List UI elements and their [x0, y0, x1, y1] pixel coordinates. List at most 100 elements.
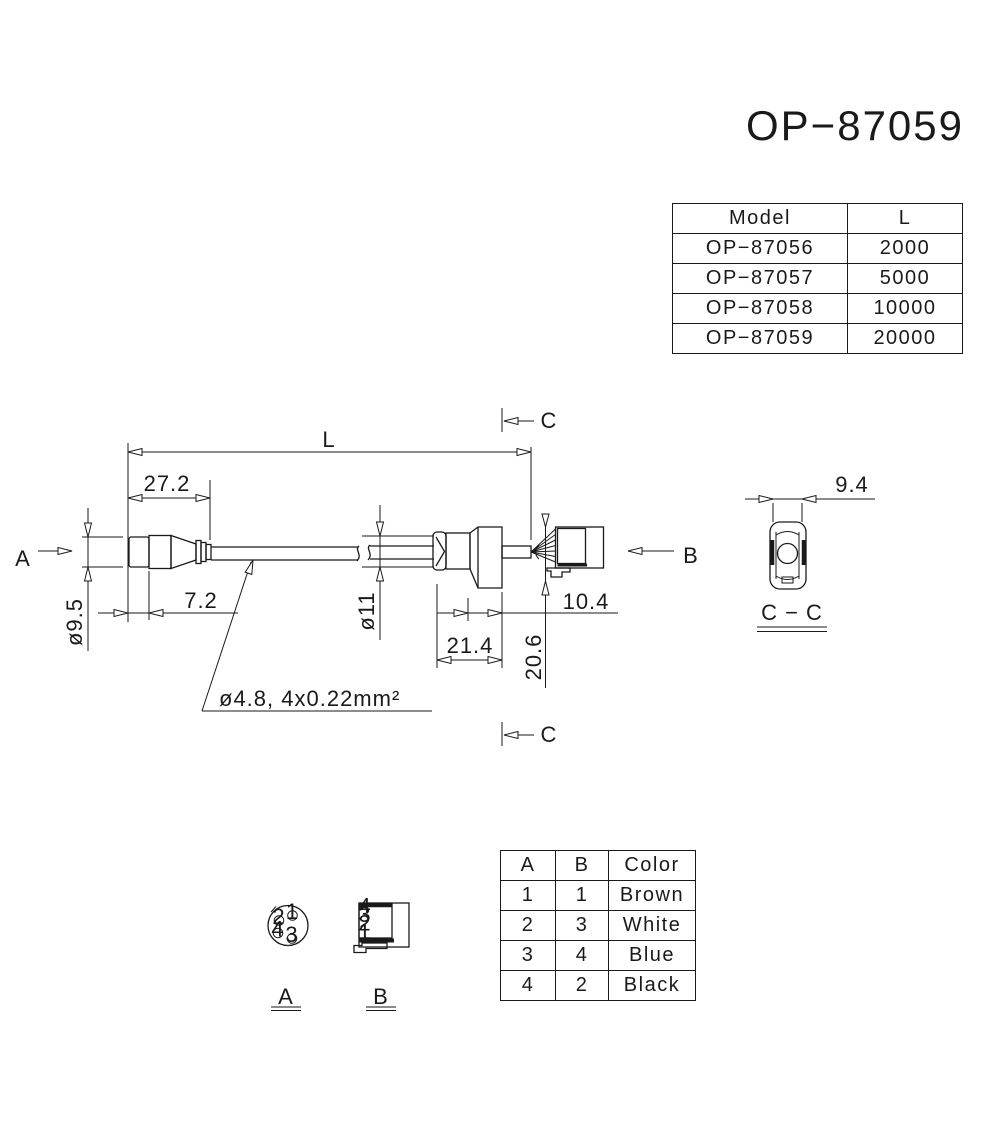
dim-text-overall-length: L	[322, 427, 335, 452]
length-cell: 20000	[847, 323, 963, 354]
connector-a-body	[148, 534, 172, 570]
boot-rib	[205, 543, 212, 561]
dim-text-connector-a-nut-length: 7.2	[184, 588, 218, 613]
dim-text-connector-b-height: 20.6	[521, 634, 546, 681]
wire-color-cell: White	[608, 910, 696, 941]
view-letter-a: A	[15, 546, 31, 571]
pin-circle	[287, 910, 298, 921]
section-core-circle	[776, 542, 799, 565]
color-column-header: Color	[608, 850, 696, 881]
cable-spec-text: ø4.8, 4x0.22mm²	[219, 686, 400, 711]
boot-rib	[200, 541, 207, 563]
model-cell: OP−87057	[672, 263, 848, 294]
dimension-connector-a-diameter: ø9.5	[62, 508, 123, 651]
fanout-arc	[535, 544, 540, 560]
latch-profile	[353, 942, 388, 954]
detail-a-label: A	[278, 984, 294, 1009]
collar-chevron	[435, 536, 446, 567]
pin-number: 1	[358, 919, 371, 944]
connector-b-housing	[554, 526, 605, 569]
dimension-boot-diameter: ø11	[354, 505, 434, 640]
pin-circle	[272, 927, 284, 939]
model-cell: OP−87058	[672, 293, 848, 324]
model-cell: OP−87059	[672, 323, 848, 354]
pin-b-cell: 2	[555, 970, 609, 1001]
connector-b-lead	[501, 545, 532, 559]
pin-number: 2	[272, 904, 285, 929]
connector-b-nut	[469, 526, 503, 589]
boot-rib	[195, 539, 202, 565]
connector-a-face	[267, 904, 309, 947]
connector-b-pin-row	[358, 903, 393, 939]
section-letter-bottom: C	[541, 722, 558, 747]
table-row: 1 1 Brown	[500, 880, 696, 911]
pin-number: 4	[271, 917, 284, 942]
keyway-notch	[270, 906, 277, 913]
pin-number: 1	[286, 899, 299, 924]
cable-break-mark	[356, 545, 360, 562]
cable-break-mark	[367, 544, 371, 561]
dimension-overall-length: L	[127, 427, 532, 622]
dim-text-connector-a-length: 27.2	[144, 471, 191, 496]
connector-b-pin-block	[556, 527, 587, 565]
wire-color-cell: Black	[608, 970, 696, 1001]
pin-b-cell: 4	[555, 940, 609, 971]
wire-fanout	[530, 528, 556, 563]
dimension-connector-b-height: 20.6	[521, 513, 550, 688]
dim-text-connector-a-diameter: ø9.5	[62, 598, 87, 646]
detail-view-a: 1 2 4 3 A	[267, 899, 309, 1011]
dim-text-connector-b-lead-length: 10.4	[563, 589, 610, 614]
connector-a-boot-taper	[170, 534, 197, 570]
section-mark-bottom: C	[501, 722, 558, 747]
pin-number: 2	[358, 911, 371, 936]
view-arrow-b: B	[627, 543, 699, 568]
wire-color-cell: Brown	[608, 880, 696, 911]
dimension-connector-a-length: 27.2	[127, 471, 211, 540]
view-arrow-a: A	[15, 546, 73, 571]
pin-number: 4	[358, 894, 371, 919]
wire-color-cell: Blue	[608, 940, 696, 971]
model-length-table: Model L OP−87056 2000 OP−87057 5000 OP−8…	[672, 203, 963, 354]
table-header-row: Model L	[672, 203, 963, 234]
cable-spec-note: ø4.8, 4x0.22mm²	[201, 559, 432, 712]
dim-text-boot-diameter: ø11	[354, 591, 379, 630]
table-row: 3 4 Blue	[500, 940, 696, 971]
pin-circle	[286, 933, 298, 944]
dimension-connector-a-nut-length: 7.2	[98, 571, 238, 620]
detail-b-label: B	[373, 984, 389, 1009]
table-row: 2 3 White	[500, 910, 696, 941]
section-bottom-notch	[781, 576, 794, 584]
connector-b-latch	[546, 567, 571, 578]
cable	[211, 544, 434, 562]
table-row: OP−87057 5000	[672, 263, 963, 294]
connector-a-side-view	[128, 534, 212, 570]
section-mark-top: C	[501, 408, 558, 433]
connector-b-sleeve	[445, 532, 471, 570]
dimension-connector-b-lead-length: 10.4	[437, 589, 618, 621]
section-capsule-outline	[769, 521, 807, 590]
section-view-label: C − C	[761, 600, 823, 625]
model-column-header: Model	[672, 203, 848, 234]
table-row: OP−87058 10000	[672, 293, 963, 324]
section-view-c-c: 9.4 C − C	[745, 472, 875, 632]
view-letter-b: B	[683, 543, 699, 568]
connector-b-side-view	[432, 526, 605, 589]
pin-a-cell: 4	[500, 970, 556, 1001]
pin-a-cell: 2	[500, 910, 556, 941]
length-cell: 2000	[847, 233, 963, 264]
drawing-title: OP−87059	[746, 102, 965, 149]
section-letter-top: C	[541, 408, 558, 433]
pin-number: 3	[285, 922, 298, 947]
dimension-connector-b-body-length: 21.4	[436, 584, 503, 668]
connector-a-nut	[128, 536, 150, 568]
pin-number: 3	[358, 902, 371, 927]
pin-color-table: A B Color 1 1 Brown 2 3 White 3 4 Blue	[500, 850, 696, 1001]
dim-text-section-width: 9.4	[835, 472, 869, 497]
pin-circle	[273, 915, 285, 926]
table-row: 4 2 Black	[500, 970, 696, 1001]
pin-b-cell: 1	[555, 880, 609, 911]
dim-text-connector-b-body-length: 21.4	[447, 633, 494, 658]
table-row: OP−87059 20000	[672, 323, 963, 354]
